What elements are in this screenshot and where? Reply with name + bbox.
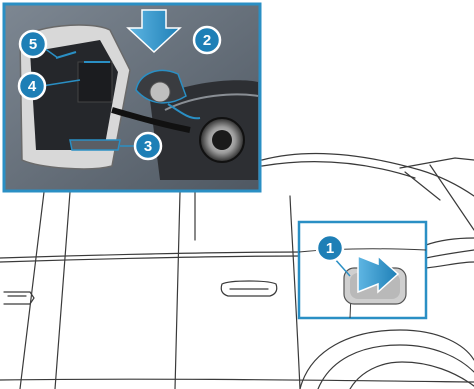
callout-5-label: 5 [29, 36, 37, 53]
fuel-flap-panel [299, 222, 426, 318]
callout-3-label: 3 [144, 138, 152, 155]
fuel-filler-inset [4, 4, 260, 191]
callout-2-label: 2 [203, 32, 211, 49]
callout-1-label: 1 [326, 240, 334, 257]
callout-4-label: 4 [28, 78, 37, 95]
callout-2: 2 [194, 27, 220, 53]
cap-holder [70, 140, 120, 150]
flap-inner-label [78, 62, 112, 102]
